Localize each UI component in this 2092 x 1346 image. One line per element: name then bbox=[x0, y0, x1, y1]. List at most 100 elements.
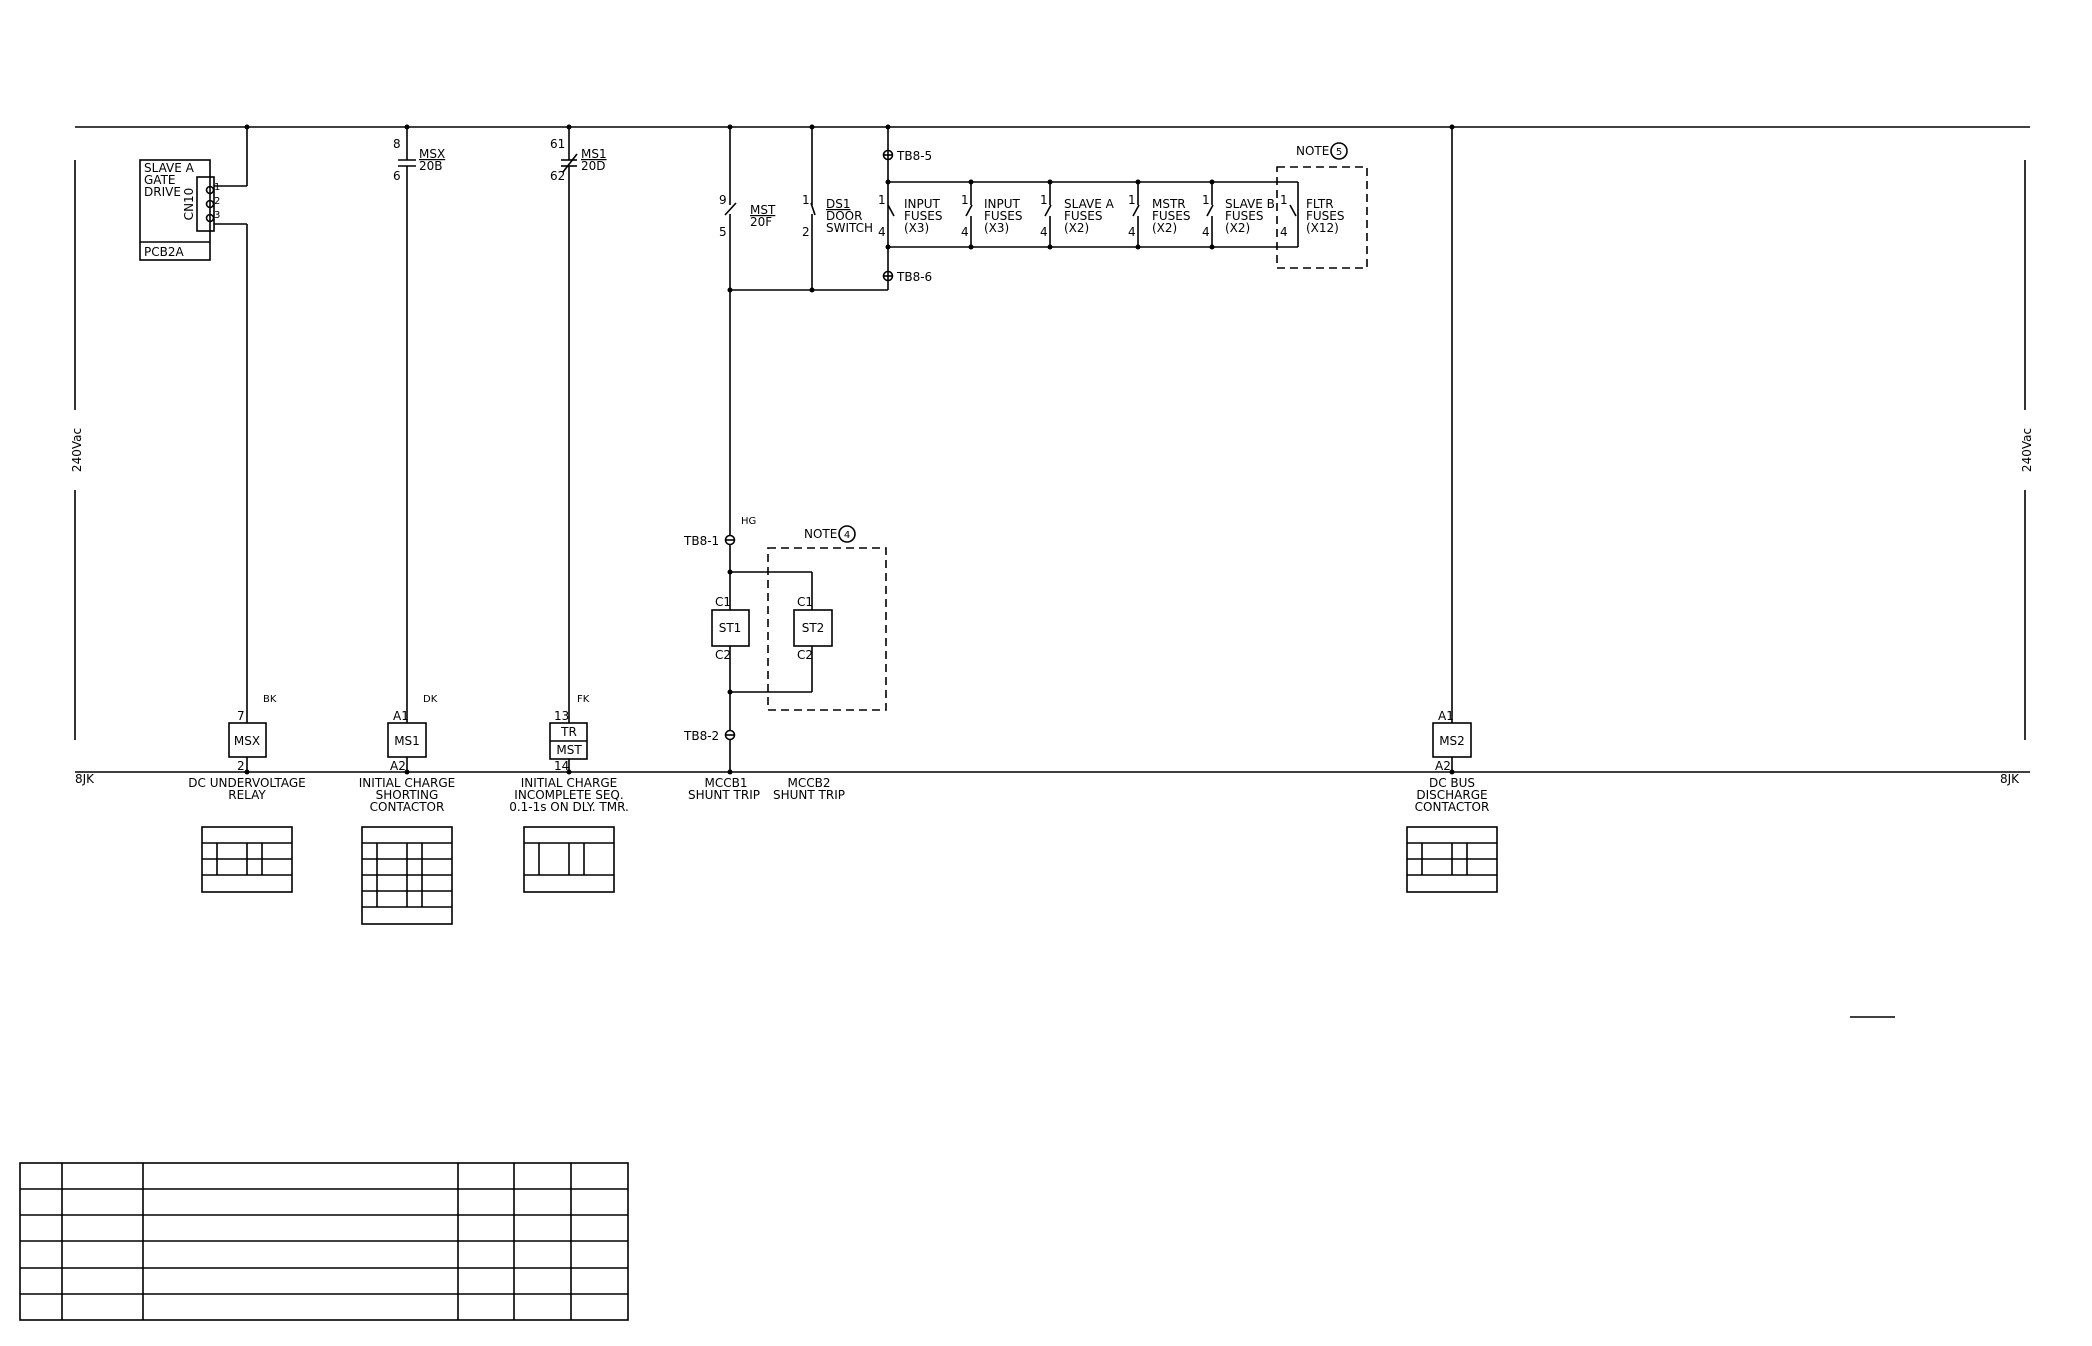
coil-pin: 2 bbox=[237, 759, 245, 773]
coil-pin: 13 bbox=[554, 709, 569, 723]
cn10-label: CN10 bbox=[182, 188, 196, 221]
left-bottom-ref: 8JK bbox=[75, 772, 95, 786]
coil-name: MSX bbox=[234, 734, 260, 748]
device-description: DC BUS bbox=[1429, 776, 1475, 790]
pin-label: 1 bbox=[802, 193, 810, 207]
note4-box bbox=[767, 547, 887, 711]
svg-text:FUSES: FUSES bbox=[1306, 209, 1345, 223]
fuse-group: 1 4 SLAVE A FUSES (X2) bbox=[1040, 193, 1115, 239]
device-description: 0.1-1s ON DLY. TMR. bbox=[509, 800, 629, 814]
contact-name: MST bbox=[750, 203, 776, 217]
coil-name: MS2 bbox=[1439, 734, 1465, 748]
device-description: INITIAL CHARGE bbox=[521, 776, 617, 790]
pin-label: 62 bbox=[550, 169, 565, 183]
coil-pin: A1 bbox=[1438, 709, 1454, 723]
pin-label: 9 bbox=[719, 193, 727, 207]
coil-name: ST1 bbox=[719, 621, 742, 635]
ds1-contact-symbol bbox=[810, 202, 816, 216]
wire-label: FK bbox=[577, 694, 590, 705]
board-label: PCB2A bbox=[144, 245, 184, 259]
right-bottom-ref: 8JK bbox=[2000, 772, 2020, 786]
coil-pin: A2 bbox=[390, 759, 406, 773]
ms1-contact-symbol bbox=[562, 153, 578, 173]
msx-contact-table bbox=[201, 826, 293, 893]
device-description: DC UNDERVOLTAGE bbox=[188, 776, 305, 790]
wire-label: DK bbox=[423, 694, 438, 705]
svg-text:4: 4 bbox=[961, 225, 969, 239]
coil-pin: 7 bbox=[237, 709, 245, 723]
note-number: 5 bbox=[1336, 147, 1342, 158]
fuse-switch-symbols bbox=[887, 182, 1297, 247]
coil-pin: A1 bbox=[393, 709, 409, 723]
pin-label: 3 bbox=[214, 210, 220, 221]
svg-text:(X2): (X2) bbox=[1225, 221, 1250, 235]
coil-pin: C2 bbox=[797, 648, 813, 662]
device-description: SHORTING bbox=[376, 788, 439, 802]
device-description: CONTACTOR bbox=[370, 800, 445, 814]
fuse-group: 1 4 FLTR FUSES (X12) bbox=[1280, 193, 1345, 239]
coil-name: MS1 bbox=[394, 734, 420, 748]
svg-text:4: 4 bbox=[1202, 225, 1210, 239]
note-label: NOTE bbox=[804, 527, 837, 541]
svg-text:(X3): (X3) bbox=[904, 221, 929, 235]
device-description: RELAY bbox=[228, 788, 266, 802]
coil-pin: A2 bbox=[1435, 759, 1451, 773]
svg-text:SLAVE B: SLAVE B bbox=[1225, 197, 1275, 211]
st2-coil bbox=[793, 609, 833, 647]
device-description: MCCB1 bbox=[705, 776, 748, 790]
pin-label: 2 bbox=[214, 196, 220, 207]
left-rail-voltage: 240Vac bbox=[70, 428, 84, 472]
contact-line: SWITCH bbox=[826, 221, 873, 235]
note-label: NOTE bbox=[1296, 144, 1329, 158]
device-description: DISCHARGE bbox=[1416, 788, 1487, 802]
pin-label: 61 bbox=[550, 137, 565, 151]
pin-label: 1 bbox=[214, 182, 220, 193]
mst-contact-symbol bbox=[724, 202, 737, 216]
svg-text:FUSES: FUSES bbox=[1152, 209, 1191, 223]
coil-pin: C2 bbox=[715, 648, 731, 662]
contact-name: MS1 bbox=[581, 147, 607, 161]
fuse-group: 1 4 INPUT FUSES (X3) bbox=[961, 193, 1023, 239]
device-description: INCOMPLETE SEQ. bbox=[514, 788, 623, 802]
svg-text:INPUT: INPUT bbox=[984, 197, 1021, 211]
svg-text:4: 4 bbox=[1040, 225, 1048, 239]
pin-label: 2 bbox=[802, 225, 810, 239]
coil-name: TR bbox=[560, 725, 577, 739]
svg-text:(X2): (X2) bbox=[1064, 221, 1089, 235]
svg-text:FLTR: FLTR bbox=[1306, 197, 1334, 211]
svg-text:4: 4 bbox=[1280, 225, 1288, 239]
contact-ref: 20B bbox=[419, 159, 443, 173]
svg-text:INPUT: INPUT bbox=[904, 197, 941, 211]
fuse-group: 1 4 SLAVE B FUSES (X2) bbox=[1202, 193, 1275, 239]
cn10-connector bbox=[196, 176, 215, 232]
device-description: INITIAL CHARGE bbox=[359, 776, 455, 790]
pin-label: 5 bbox=[719, 225, 727, 239]
svg-text:(X3): (X3) bbox=[984, 221, 1009, 235]
contact-ref: 20F bbox=[750, 215, 772, 229]
contact-name: DS1 bbox=[826, 197, 851, 211]
svg-text:(X2): (X2) bbox=[1152, 221, 1177, 235]
svg-text:FUSES: FUSES bbox=[1064, 209, 1103, 223]
tr-contact-table bbox=[523, 826, 615, 893]
gate-drive-line: DRIVE bbox=[144, 185, 181, 199]
svg-text:1: 1 bbox=[1128, 193, 1136, 207]
terminal-label: TB8-2 bbox=[683, 729, 719, 743]
device-description: SHUNT TRIP bbox=[688, 788, 760, 802]
coil-pin: C1 bbox=[715, 595, 731, 609]
svg-text:4: 4 bbox=[878, 225, 886, 239]
svg-text:1: 1 bbox=[878, 193, 886, 207]
gate-drive-line: GATE bbox=[144, 173, 176, 187]
terminal-label: TB8-5 bbox=[896, 149, 932, 163]
svg-text:FUSES: FUSES bbox=[984, 209, 1023, 223]
wire-label: BK bbox=[263, 694, 277, 705]
coil-pin: C1 bbox=[797, 595, 813, 609]
terminal-label: TB8-1 bbox=[683, 534, 719, 548]
gate-drive-line: SLAVE A bbox=[144, 161, 195, 175]
svg-text:FUSES: FUSES bbox=[1225, 209, 1264, 223]
right-rail-voltage: 240Vac bbox=[2020, 428, 2034, 472]
device-description: CONTACTOR bbox=[1415, 800, 1490, 814]
svg-text:(X12): (X12) bbox=[1306, 221, 1339, 235]
wire-label: HG bbox=[741, 516, 756, 527]
coil-pin: 14 bbox=[554, 759, 569, 773]
